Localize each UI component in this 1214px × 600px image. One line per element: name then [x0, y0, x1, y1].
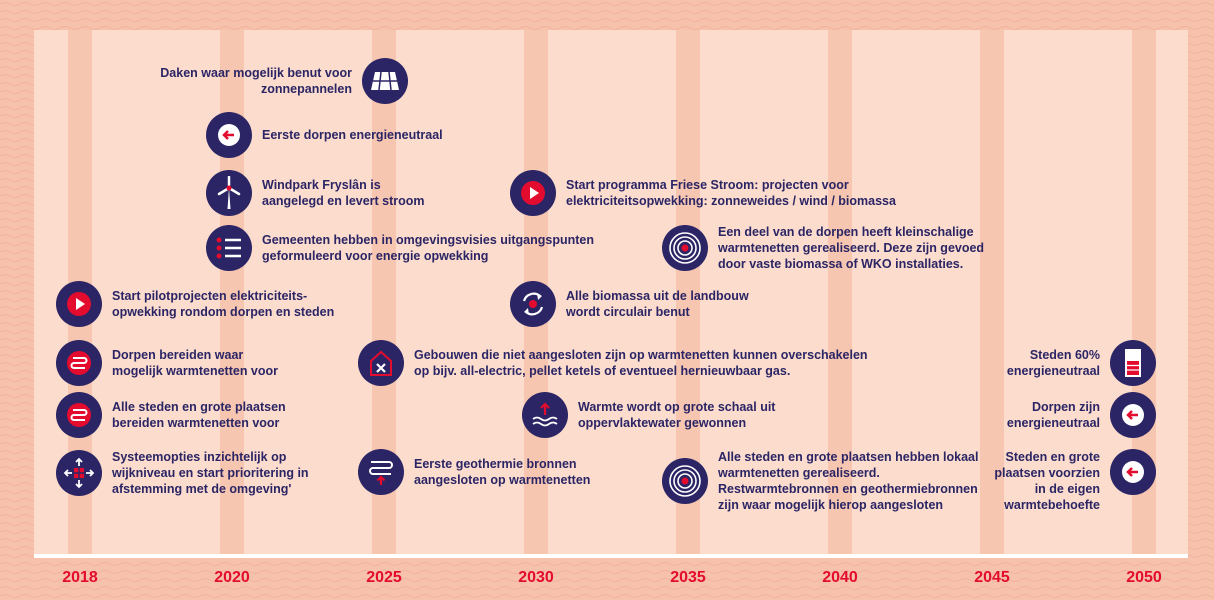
year-label-2025: 2025: [366, 569, 402, 586]
circular-icon: [510, 281, 556, 327]
milestone-cities-60-percent: Steden 60%energieneutraal: [1007, 340, 1156, 386]
play-icon: [510, 170, 556, 216]
year-label-2045: 2045: [974, 569, 1010, 586]
year-label-2040: 2040: [822, 569, 858, 586]
year-label-2050: 2050: [1126, 569, 1162, 586]
heat-rings-icon: [662, 458, 708, 504]
milestone-buildings-switch: Gebouwen die niet aangesloten zijn op wa…: [358, 340, 868, 386]
wind-turbine-icon: [206, 170, 252, 216]
milestone-text: Gebouwen die niet aangesloten zijn op wa…: [414, 348, 868, 378]
year-label-2020: 2020: [214, 569, 250, 586]
house-disconnect-icon: [358, 340, 404, 386]
heat-rings-icon: [662, 225, 708, 271]
battery-icon: [1110, 340, 1156, 386]
year-label-2035: 2035: [670, 569, 706, 586]
year-column-2040: [828, 30, 852, 554]
year-label-2030: 2030: [518, 569, 554, 586]
year-label-2018: 2018: [62, 569, 98, 586]
milestone-pilot-projects: Start pilotprojecten elektriciteits-opwe…: [56, 281, 334, 327]
milestone-first-villages-neutral: Eerste dorpen energieneutraal: [206, 112, 443, 158]
milestone-text: Start programma Friese Stroom: projecten…: [566, 178, 896, 208]
heat-pipe-icon: [56, 392, 102, 438]
list-icon: [206, 225, 252, 271]
energy-return-icon: [1110, 392, 1156, 438]
heat-pipe-icon: [56, 340, 102, 386]
energy-return-icon: [206, 112, 252, 158]
milestone-text: Steden 60%energieneutraal: [1006, 348, 1100, 378]
system-options-icon: [56, 450, 102, 496]
water-heat-icon: [522, 392, 568, 438]
milestone-text: Eerste dorpen energieneutraal: [262, 128, 443, 142]
milestone-text: Alle steden en grote plaatsen hebben lok…: [718, 450, 979, 512]
milestone-text: Start pilotprojecten elektriciteits-opwe…: [112, 289, 335, 319]
timeline-axis: [34, 554, 1188, 558]
milestone-friese-stroom: Start programma Friese Stroom: projecten…: [510, 170, 896, 216]
milestone-all-cities-heat-networks: Alle steden en grote plaatsen hebben lok…: [662, 449, 979, 513]
milestone-text: Gemeenten hebben in omgevingsvisies uitg…: [262, 233, 595, 263]
milestone-text: Een deel van de dorpen heeft kleinschali…: [718, 225, 985, 271]
play-icon: [56, 281, 102, 327]
milestone-small-heat-networks: Een deel van de dorpen heeft kleinschali…: [662, 224, 984, 272]
year-column-2045: [980, 30, 1004, 554]
energy-return-icon: [1110, 449, 1156, 495]
geothermal-icon: [358, 449, 404, 495]
milestone-municipal-visions: Gemeenten hebben in omgevingsvisies uitg…: [206, 225, 594, 271]
solar-panel-icon: [362, 58, 408, 104]
